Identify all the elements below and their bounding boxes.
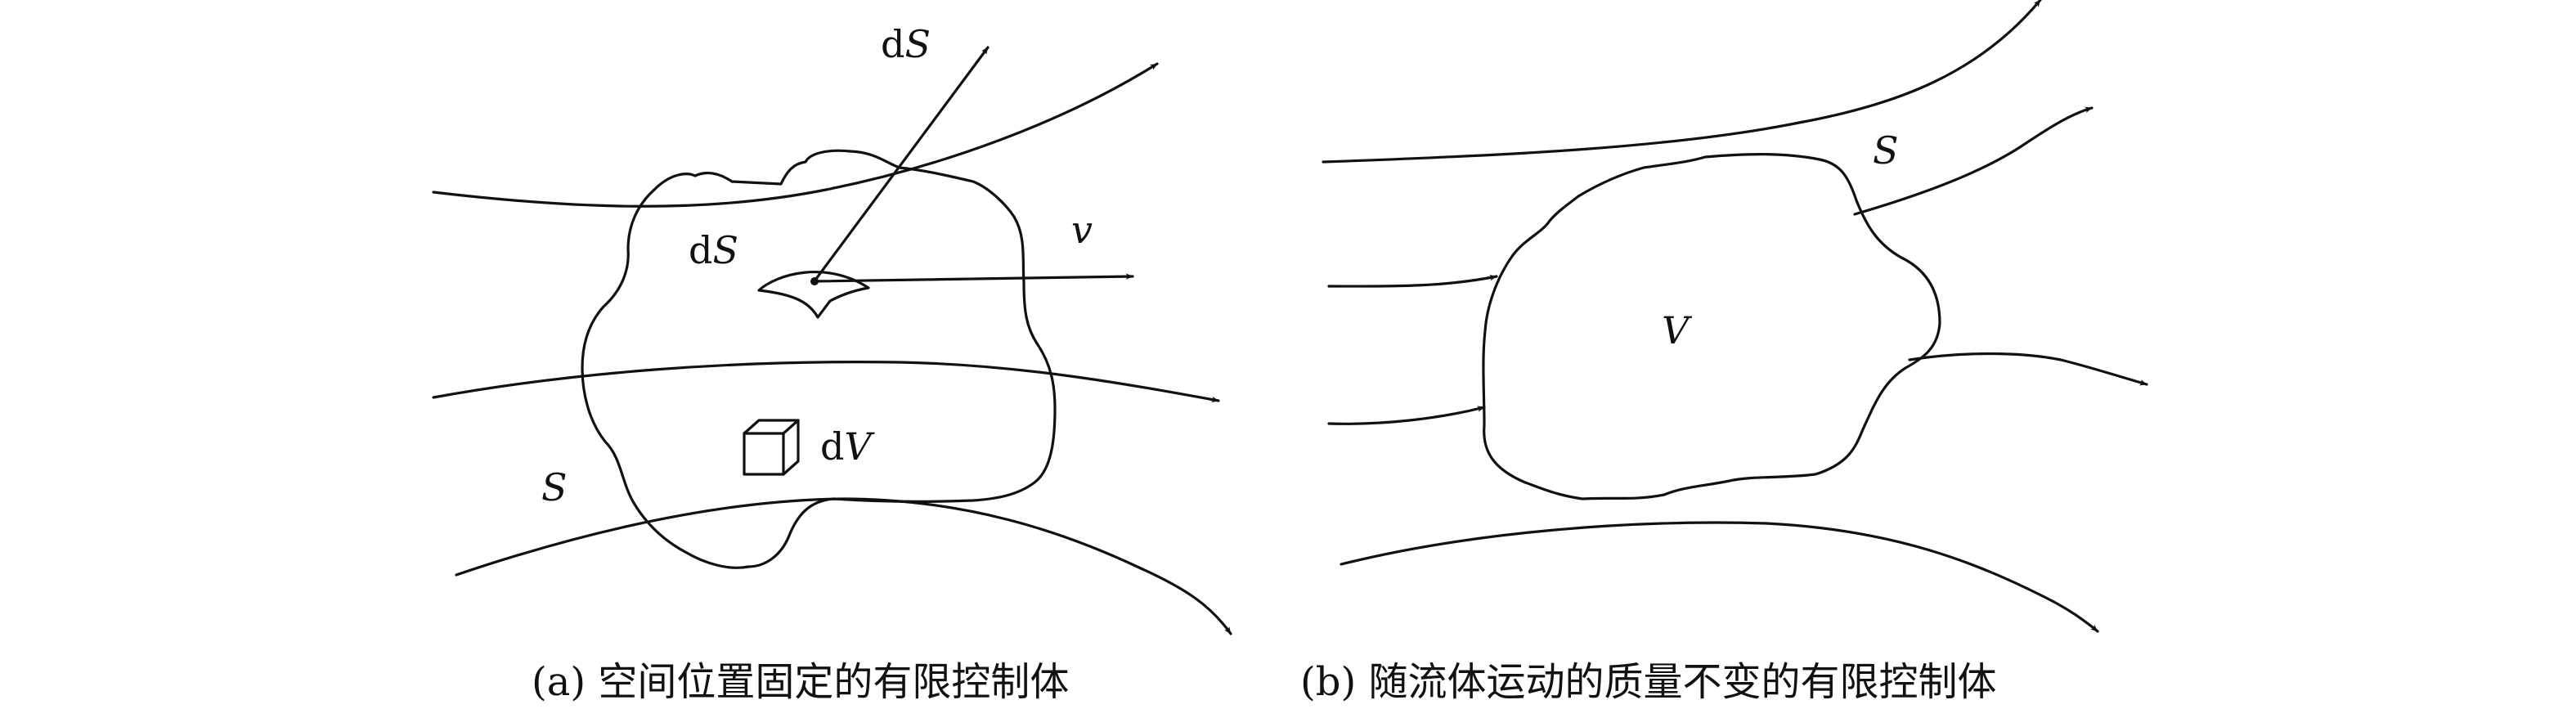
dS-vector-label-d: d bbox=[881, 22, 904, 66]
streamline-b-right-upper bbox=[1853, 106, 2094, 216]
streamline-b-right-lower bbox=[1908, 352, 2148, 386]
streamline-a-middle bbox=[432, 361, 1220, 403]
caption-b: (b) 随流体运动的质量不变的有限控制体 bbox=[1300, 659, 1996, 705]
streamline-b-bottom bbox=[1340, 521, 2099, 633]
volume-element-cube bbox=[743, 419, 800, 476]
panel-b: V S (b) 随流体运动的质量不变的有限控制体 bbox=[1300, 0, 2148, 705]
streamline-a-bottom bbox=[455, 497, 1232, 635]
streamline-b-left-upper bbox=[1327, 274, 1498, 288]
streamline-b-left-lower bbox=[1327, 406, 1486, 425]
streamline-a-top bbox=[432, 62, 1159, 208]
control-volume-boundary-moving bbox=[1482, 153, 1941, 500]
panel-a: dS dS v dV S (a) 空间位置固定的有限控制体 bbox=[432, 22, 1232, 705]
surface-label-S-b: S bbox=[1873, 128, 1899, 173]
dS-patch-label-S: S bbox=[712, 228, 738, 272]
surface-element-dS bbox=[757, 271, 870, 319]
dV-label-V: V bbox=[844, 424, 875, 469]
volume-label-V: V bbox=[1662, 308, 1693, 352]
dS-normal-vector bbox=[812, 46, 990, 284]
dS-patch-label: dS bbox=[689, 228, 738, 272]
dS-vector-label-S: S bbox=[904, 22, 931, 66]
dV-label: dV bbox=[820, 424, 875, 469]
velocity-label: v bbox=[1071, 208, 1093, 252]
dS-vector-label: dS bbox=[881, 22, 931, 66]
streamline-b-top bbox=[1322, 0, 2042, 164]
caption-a: (a) 空间位置固定的有限控制体 bbox=[532, 659, 1069, 705]
velocity-vector bbox=[813, 273, 1134, 283]
dV-label-d: d bbox=[820, 424, 844, 469]
surface-label-S-a: S bbox=[541, 465, 568, 509]
control-volume-boundary-fixed bbox=[581, 149, 1057, 569]
dS-patch-label-d: d bbox=[689, 228, 712, 272]
